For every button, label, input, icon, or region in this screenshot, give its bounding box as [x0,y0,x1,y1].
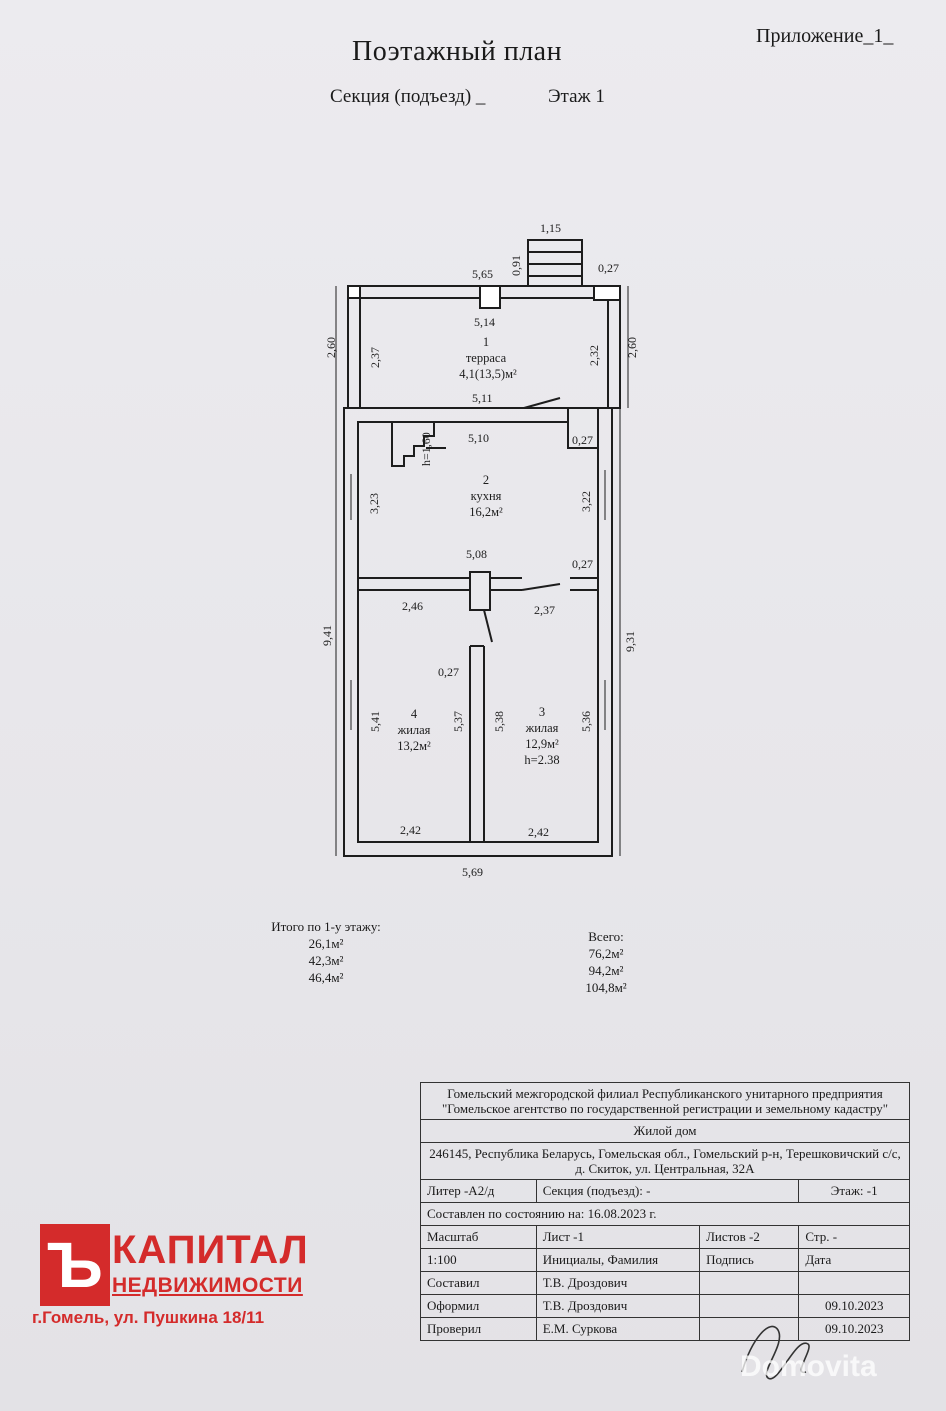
dim-kitchen-left: 3,23 [367,493,381,514]
dim-room4-bottom: 2,42 [400,823,421,837]
overall-totals: Всего: 76,2м² 94,2м² 104,8м² [570,928,642,996]
dim-terrace-left: 2,37 [368,347,382,368]
overall-total-value: 94,2м² [588,963,624,978]
checked-label: Проверил [420,1317,537,1341]
overall-total-value: 104,8м² [585,980,627,995]
dim-room3-right: 5,36 [579,711,593,732]
logo-address: г.Гомель, ул. Пушкина 18/11 [32,1308,265,1327]
floor-totals-label: Итого по 1-у этажу: [271,919,381,934]
room-3-height: h=2.38 [524,753,559,767]
floor-total-value: 46,4м² [308,970,344,985]
room-3-name: жилая [525,721,559,735]
floor-label: Этаж 1 [548,86,605,107]
state-date: 16.08.2023 г. [587,1206,657,1221]
organization-name: Гомельский межгородской филиал Республик… [420,1082,910,1120]
dim-right-outer: 9,31 [623,631,637,652]
room-3-area: 12,9м² [525,737,559,751]
logo-title: КАПИТАЛ [112,1228,309,1272]
composed-date [798,1271,910,1295]
section-cell: Секция (подъезд): - [535,1179,800,1203]
logo-mark: Ъ [40,1224,110,1306]
watermark: Domovita [740,1350,877,1383]
dim-right-terrace: 2,60 [625,337,639,358]
dim-kitchen-right: 3,22 [579,491,593,512]
dim-terrace-bottom: 5,11 [472,391,493,405]
floor-total-value: 26,1м² [308,936,344,951]
appendix-label: Приложение_1_ [756,25,894,47]
dim-top-width: 5,65 [472,267,493,281]
dim-room3-left: 5,38 [492,711,506,732]
checked-by: Е.М. Суркова [535,1317,701,1341]
composed-by: Т.В. Дроздович [535,1271,701,1295]
dim-kitchen-top: 5,10 [468,431,489,445]
object-address: 246145, Республика Беларусь, Гомельская … [420,1142,910,1180]
room-3-number: 3 [539,705,545,719]
object-name: Жилой дом [420,1119,910,1143]
dim-kitchen-bottom: 5,08 [466,547,487,561]
dim-stairs-depth: 0,91 [509,255,523,276]
room-1-name: терраса [466,351,507,365]
page-title: Поэтажный план [352,36,563,67]
agency-logo: Ъ КАПИТАЛ НЕДВИЖИМОСТИ г.Гомель, ул. Пуш… [32,1222,322,1332]
dim-room3-top: 2,37 [534,603,555,617]
overall-totals-label: Всего: [588,929,624,944]
dim-room3-bottom: 2,42 [528,825,549,839]
dim-stair-height: h=1,60 [419,432,433,466]
dim-bottom-outer: 5,69 [462,865,483,879]
scale-value: 1:100 [420,1248,537,1272]
state-cell: Составлен по состоянию на: 16.08.2023 г. [420,1202,910,1226]
dim-stairs-width: 1,15 [540,221,561,235]
title-block: Гомельский межгородской филиал Республик… [420,1082,910,1382]
room-2-number: 2 [483,473,489,487]
logo-subtitle: НЕДВИЖИМОСТИ [112,1274,303,1297]
house-outline [343,407,613,857]
dim-kitchen-wall: 0,27 [572,433,593,447]
floor-totals: Итого по 1-у этажу: 26,1м² 42,3м² 46,4м² [262,918,390,986]
dim-top-right: 0,27 [598,261,619,275]
dim-left-outer: 9,41 [320,625,334,646]
dim-terrace-inner: 5,14 [474,315,495,329]
house-inner [357,421,599,843]
checked-date: 09.10.2023 [798,1317,910,1341]
dim-room4-left: 5,41 [368,711,382,732]
sheet-cell: Лист -1 [535,1225,701,1249]
dim-partition-2: 0,27 [438,665,459,679]
initials-header: Инициалы, Фамилия [535,1248,701,1272]
composed-signature [699,1271,800,1295]
room-4-area: 13,2м² [397,739,431,753]
dim-left-terrace: 2,60 [324,337,338,358]
room-2-name: кухня [471,489,502,503]
date-header: Дата [798,1248,910,1272]
room-1-number: 1 [483,335,489,349]
overall-total-value: 76,2м² [588,946,624,961]
state-label: Составлен по состоянию на: [427,1206,585,1221]
room-2-area: 16,2м² [469,505,503,519]
room-4-name: жилая [397,723,431,737]
room-4-number: 4 [411,707,418,721]
composed-label: Составил [420,1271,537,1295]
floor-cell: Этаж: -1 [798,1179,910,1203]
dim-partition-1: 0,27 [572,557,593,571]
checked-signature [699,1317,800,1341]
section-label: Секция (подъезд) _ [330,86,486,107]
room-1-area: 4,1(13,5)м² [459,367,517,381]
dim-room4-top: 2,46 [402,599,423,613]
dim-terrace-right: 2,32 [587,345,601,366]
floor-total-value: 42,3м² [308,953,344,968]
dim-room4-right: 5,37 [451,711,465,732]
